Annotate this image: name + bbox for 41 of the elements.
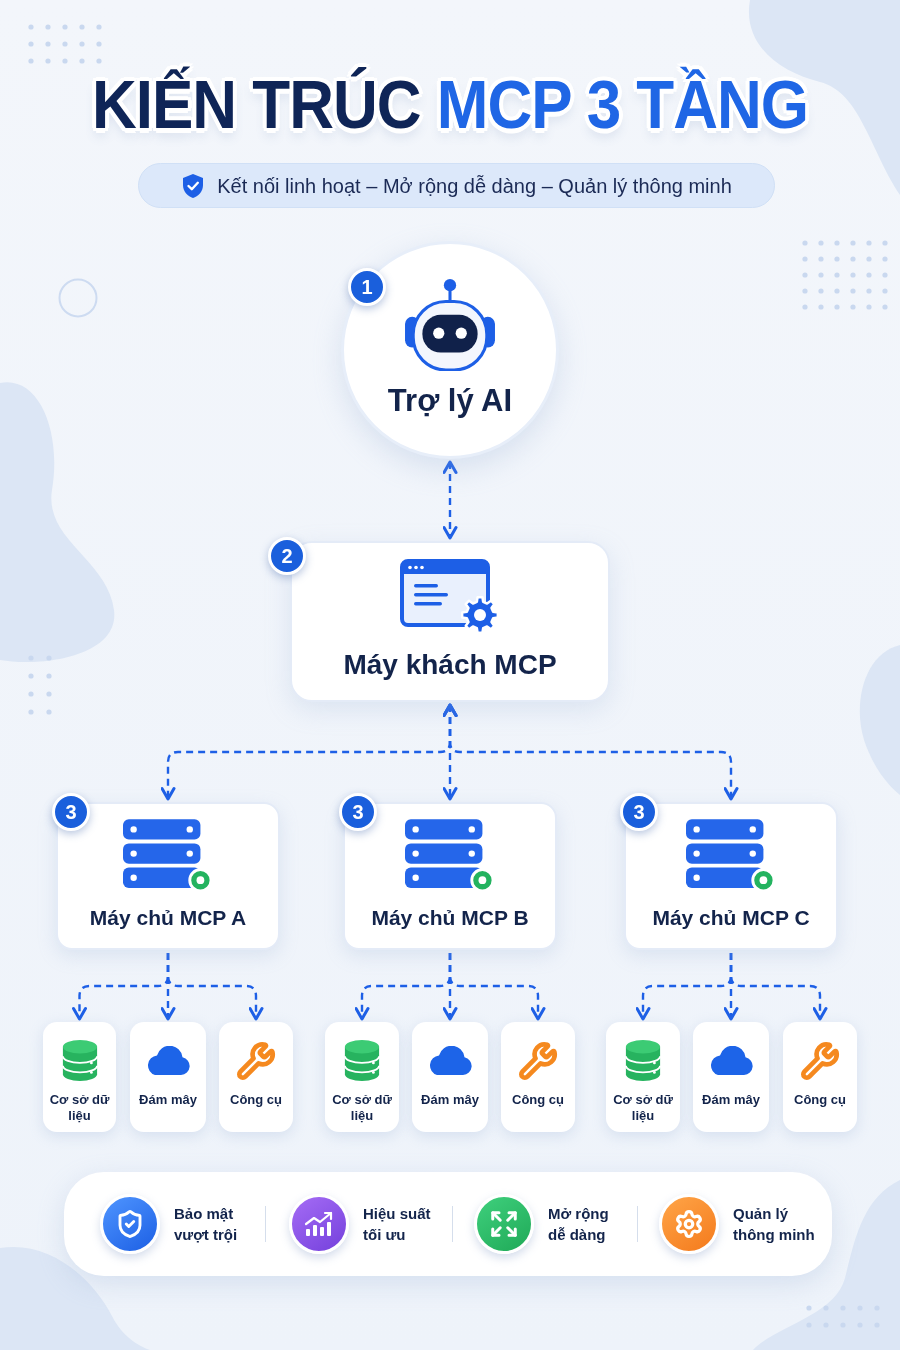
feature-label: Quản lý thông minh xyxy=(733,1204,816,1245)
node-label: Đám mây xyxy=(702,1092,760,1108)
node-label: Công cụ xyxy=(230,1092,282,1108)
node-label: Máy chủ MCP C xyxy=(652,905,810,931)
node-label: Công cụ xyxy=(512,1092,564,1108)
resource-card xyxy=(219,1022,293,1132)
resource-card xyxy=(501,1022,575,1132)
node-label: Đám mây xyxy=(421,1092,479,1108)
resource-card xyxy=(783,1022,857,1132)
step-number: 3 xyxy=(620,793,658,831)
connector-arrow xyxy=(448,953,546,1021)
resource-card xyxy=(43,1022,116,1132)
connector-arrow xyxy=(729,953,828,1021)
title: KIẾN TRÚC MCP 3 TẦNG xyxy=(91,64,809,145)
node-label: Cơ sở dữ liệu xyxy=(612,1092,674,1124)
connector-arrow xyxy=(166,953,264,1021)
subtitle-text: Kết nối linh hoạt – Mở rộng dễ dàng – Quản lý thông minh xyxy=(217,173,732,199)
step-number: 1 xyxy=(348,268,386,306)
node-label: Đám mây xyxy=(139,1092,197,1108)
node-label: Máy khách MCP xyxy=(343,648,557,681)
resource-card xyxy=(325,1022,399,1132)
node-label: Cơ sở dữ liệu xyxy=(48,1092,111,1124)
feature-label: Hiệu suất tối ưu xyxy=(363,1204,432,1245)
node-label: Cơ sở dữ liệu xyxy=(331,1092,393,1124)
resource-card xyxy=(693,1022,769,1132)
connector-arrow xyxy=(442,703,739,801)
connector-arrow xyxy=(442,460,458,540)
subtitle-banner xyxy=(138,163,775,208)
node-label: Máy chủ MCP A xyxy=(89,905,247,931)
resource-card xyxy=(606,1022,680,1132)
step-number: 3 xyxy=(339,793,377,831)
step-number: 3 xyxy=(52,793,90,831)
feature-panel xyxy=(64,1172,832,1276)
step-number: 2 xyxy=(268,537,306,575)
resource-card xyxy=(130,1022,206,1132)
node-label: Máy chủ MCP B xyxy=(371,905,529,931)
node-label: Trợ lý AI xyxy=(387,383,513,419)
feature-label: Bảo mật vượt trội xyxy=(174,1204,239,1245)
resource-card xyxy=(412,1022,488,1132)
node-label: Công cụ xyxy=(794,1092,846,1108)
feature-label: Mở rộng dễ dàng xyxy=(548,1204,610,1245)
